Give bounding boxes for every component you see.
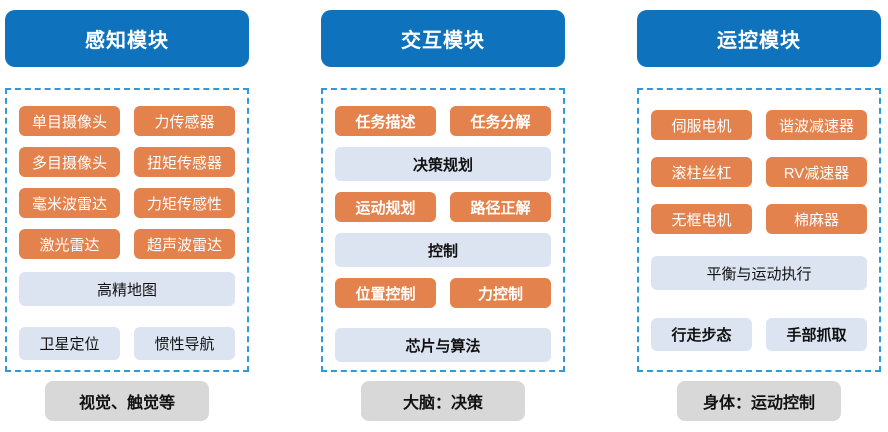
tag-row: 高精地图 [19, 272, 235, 306]
motion-control-footer-label: 身体：运动控制 [677, 381, 841, 421]
tag-row: 行走步态手部抓取 [651, 318, 867, 351]
tag-row: 平衡与运动执行 [651, 256, 867, 290]
tag-orange: 激光雷达 [19, 229, 120, 259]
tag-soft: 卫星定位 [19, 327, 120, 360]
tag-row: 位置控制力控制 [335, 278, 551, 308]
column-interaction: 交互模块 任务描述任务分解决策规划运动规划路径正解控制位置控制力控制芯片与算法 … [321, 10, 565, 432]
perception-footer-row: 视觉、触觉等 [5, 372, 249, 421]
perception-header: 感知模块 [5, 10, 249, 67]
tag-row: 激光雷达超声波雷达 [19, 229, 235, 259]
tag-orange: 多目摄像头 [19, 147, 120, 177]
tag-soft: 高精地图 [19, 272, 235, 306]
motion-control-header: 运控模块 [637, 10, 881, 67]
interaction-panel: 任务描述任务分解决策规划运动规划路径正解控制位置控制力控制芯片与算法 [321, 88, 565, 372]
tag-row: 任务描述任务分解 [335, 106, 551, 136]
tag-row: 伺服电机谐波减速器 [651, 110, 867, 140]
perception-panel: 单目摄像头力传感器多目摄像头扭矩传感器毫米波雷达力矩传感性激光雷达超声波雷达高精… [5, 88, 249, 372]
tag-orange: 力控制 [450, 278, 551, 308]
tag-orange: 谐波减速器 [766, 110, 867, 140]
tag-row: 无框电机棉麻器 [651, 204, 867, 234]
perception-footer-label: 视觉、触觉等 [45, 381, 209, 421]
tag-row: 多目摄像头扭矩传感器 [19, 147, 235, 177]
tag-orange: 伺服电机 [651, 110, 752, 140]
tag-orange: 任务描述 [335, 106, 436, 136]
tag-orange: 路径正解 [450, 192, 551, 222]
tag-orange: 运动规划 [335, 192, 436, 222]
tag-orange: 位置控制 [335, 278, 436, 308]
tag-orange: 滚柱丝杠 [651, 157, 752, 187]
tag-orange: 任务分解 [450, 106, 551, 136]
tag-orange: 扭矩传感器 [134, 147, 235, 177]
tag-row: 单目摄像头力传感器 [19, 106, 235, 136]
tag-row: 卫星定位惯性导航 [19, 327, 235, 360]
motion-control-footer-row: 身体：运动控制 [637, 372, 881, 421]
tag-row: 运动规划路径正解 [335, 192, 551, 222]
interaction-footer-row: 大脑：决策 [321, 372, 565, 421]
tag-soft: 行走步态 [651, 318, 752, 351]
tag-orange: 无框电机 [651, 204, 752, 234]
tag-soft: 芯片与算法 [335, 328, 551, 362]
interaction-footer-label: 大脑：决策 [361, 381, 525, 421]
tag-soft: 平衡与运动执行 [651, 256, 867, 290]
tag-orange: 单目摄像头 [19, 106, 120, 136]
column-perception: 感知模块 单目摄像头力传感器多目摄像头扭矩传感器毫米波雷达力矩传感性激光雷达超声… [5, 10, 249, 432]
tag-row: 毫米波雷达力矩传感性 [19, 188, 235, 218]
interaction-header: 交互模块 [321, 10, 565, 67]
tag-orange: 毫米波雷达 [19, 188, 120, 218]
tag-soft: 惯性导航 [134, 327, 235, 360]
tag-soft: 决策规划 [335, 147, 551, 181]
tag-orange: 超声波雷达 [134, 229, 235, 259]
tag-orange: 力传感器 [134, 106, 235, 136]
tag-row: 滚柱丝杠 RV减速器 [651, 157, 867, 187]
tag-orange: 棉麻器 [766, 204, 867, 234]
tag-row: 控制 [335, 233, 551, 267]
tag-orange: 力矩传感性 [134, 188, 235, 218]
tag-row: 决策规划 [335, 147, 551, 181]
tag-soft: 控制 [335, 233, 551, 267]
tag-orange: RV减速器 [766, 157, 867, 187]
tag-row: 芯片与算法 [335, 328, 551, 362]
tag-soft: 手部抓取 [766, 318, 867, 351]
